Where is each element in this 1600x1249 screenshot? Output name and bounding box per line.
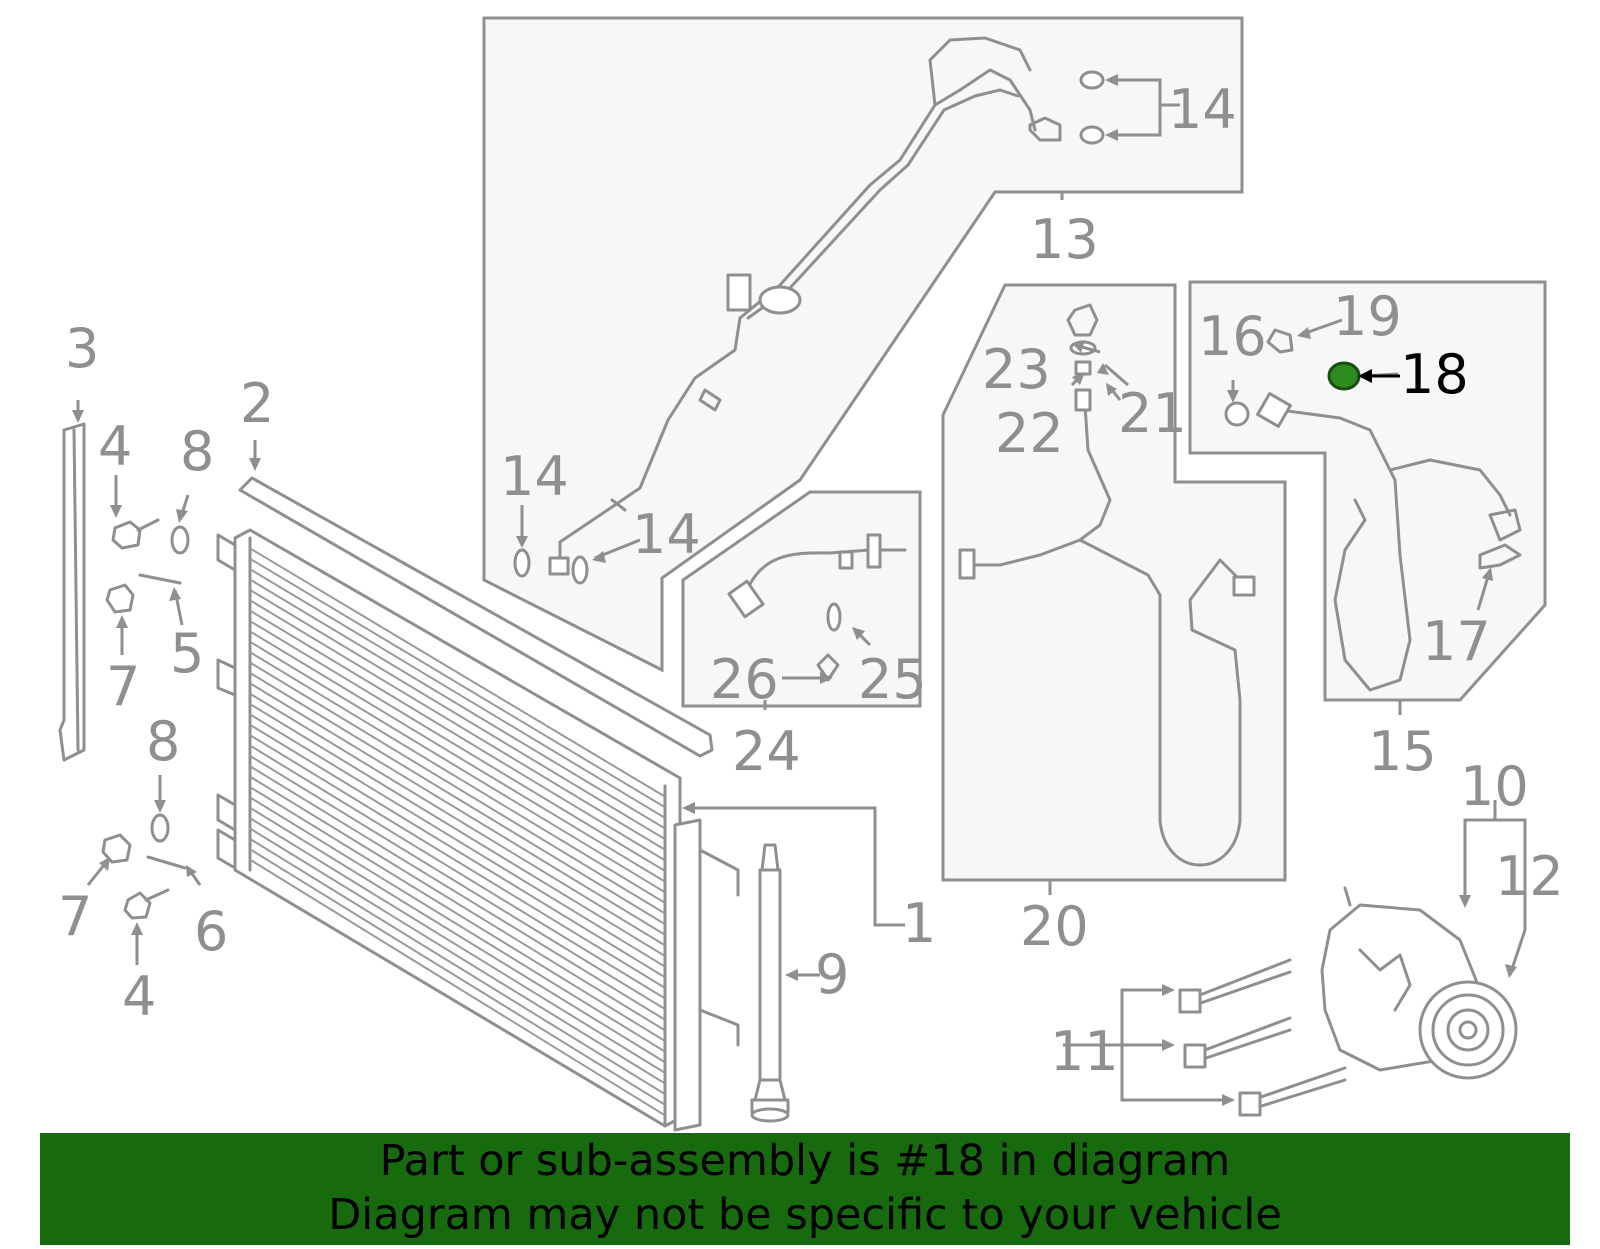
callout-6: 6 — [194, 900, 228, 963]
callout-20: 20 — [1020, 895, 1089, 958]
callout-3: 3 — [65, 317, 99, 380]
callout-13: 13 — [1030, 208, 1099, 271]
callout-16: 16 — [1198, 305, 1267, 368]
leader-lines — [72, 74, 1527, 1106]
callout-10: 10 — [1460, 755, 1529, 818]
bolts-11 — [1178, 958, 1347, 1117]
bracket-3 — [58, 422, 86, 762]
callout-4: 4 — [98, 415, 132, 478]
condenser-fin — [249, 620, 666, 872]
condenser-fin — [249, 661, 666, 915]
o-ring-14b — [1079, 125, 1105, 145]
condenser-fin — [249, 765, 666, 1021]
condenser-1 — [216, 528, 682, 1128]
callout-labels: 14 13 14 14 3 4 8 2 5 7 8 7 6 4 1 9 26 2… — [58, 78, 1564, 1083]
condenser-fin — [249, 838, 666, 1095]
condenser-fin — [249, 713, 666, 968]
condenser-fin — [249, 589, 666, 840]
condenser-fin — [249, 599, 666, 851]
hose-13 — [548, 36, 1062, 576]
callout-4: 4 — [122, 965, 156, 1028]
callout-18-highlighted: 18 — [1400, 343, 1469, 406]
condenser-fin — [249, 672, 666, 925]
callout-7: 7 — [106, 655, 140, 718]
callout-7: 7 — [58, 885, 92, 948]
condenser-fin — [249, 557, 666, 809]
callout-8: 8 — [146, 710, 180, 773]
condenser-fin — [249, 806, 666, 1064]
condenser-fin — [249, 775, 666, 1032]
drier-9 — [673, 818, 790, 1132]
callout-14: 14 — [1168, 78, 1237, 141]
condenser-fin — [249, 578, 666, 830]
callout-8: 8 — [180, 420, 214, 483]
condenser-fin — [249, 858, 666, 1117]
callout-22: 22 — [995, 402, 1064, 465]
callout-9: 9 — [815, 943, 849, 1006]
callout-14: 14 — [632, 503, 701, 566]
callout-23: 23 — [982, 338, 1051, 401]
condenser-fin — [249, 568, 666, 819]
callout-25: 25 — [858, 648, 927, 711]
condenser-fin — [249, 547, 666, 798]
panel-13-hose-assembly — [482, 16, 1244, 673]
callout-1: 1 — [902, 892, 936, 955]
o-ring-14a — [1079, 70, 1105, 90]
banner-line-2: Diagram may not be specific to your vehi… — [328, 1190, 1282, 1240]
callout-19: 19 — [1333, 285, 1402, 348]
condenser-fin — [249, 640, 666, 894]
callout-24: 24 — [732, 720, 801, 783]
info-banner: Part or sub-assembly is #18 in diagram D… — [40, 1133, 1570, 1245]
condenser-fin — [249, 609, 666, 862]
condenser-fin — [249, 734, 666, 989]
condenser-fin — [249, 682, 666, 936]
condenser-fin — [249, 630, 666, 883]
part-18-highlighted — [1327, 361, 1361, 391]
condenser-fin — [249, 796, 666, 1053]
callout-14: 14 — [500, 445, 569, 508]
panel-15-hose-assembly — [1188, 280, 1547, 702]
hardware-left — [101, 518, 190, 920]
callout-17: 17 — [1422, 610, 1491, 673]
panel-24-hose — [681, 490, 922, 708]
callout-2: 2 — [240, 372, 274, 435]
compressor-10 — [1320, 886, 1518, 1080]
condenser-fin — [249, 817, 666, 1074]
callout-15: 15 — [1368, 720, 1437, 783]
condenser-fin — [249, 703, 666, 957]
seal-strip-2 — [238, 476, 714, 758]
panel-20-line-assembly — [941, 283, 1287, 882]
o-ring-14c — [513, 548, 531, 578]
callout-11: 11 — [1050, 1020, 1119, 1083]
line-20 — [958, 303, 1256, 867]
callout-21: 21 — [1118, 382, 1187, 445]
condenser-fin — [249, 692, 666, 947]
callout-12: 12 — [1495, 845, 1564, 908]
condenser-fin — [249, 786, 666, 1042]
condenser-fin — [249, 723, 666, 979]
condenser-fin — [249, 651, 666, 904]
condenser-fin — [249, 827, 666, 1085]
banner-line-1: Part or sub-assembly is #18 in diagram — [379, 1136, 1231, 1186]
o-ring-14d — [571, 555, 589, 585]
condenser-fin — [249, 744, 666, 1000]
hose-15 — [1224, 328, 1522, 692]
callout-5: 5 — [170, 622, 204, 685]
condenser-fin — [249, 755, 666, 1010]
callout-26: 26 — [710, 648, 779, 711]
condenser-fin — [249, 848, 666, 1106]
